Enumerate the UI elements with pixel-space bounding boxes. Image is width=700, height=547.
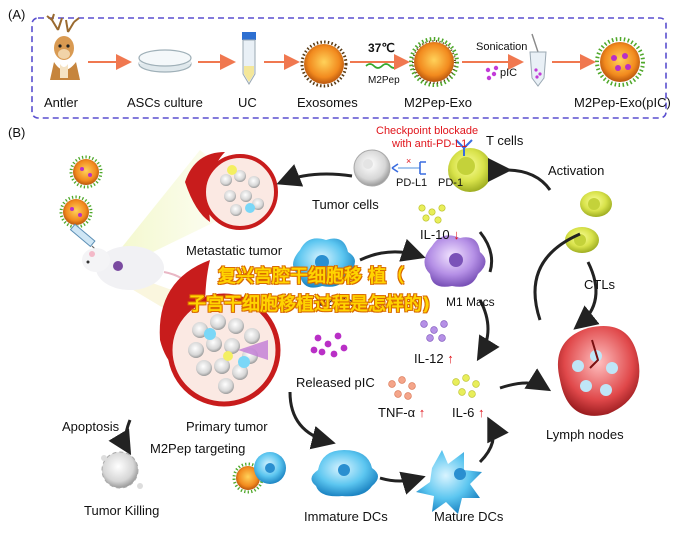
anti-pd-l1-antibody-icon [455,139,473,156]
m2pep-exo-icon [409,37,459,87]
tnf-alpha-label: TNF-α ↑ [378,406,425,419]
m2pep-targeting-label: M2Pep targeting [150,441,246,456]
step-m2pep-exo-label: M2Pep-Exo [404,95,472,110]
anti-pd-l1-label: with anti-PD-L1 [392,138,468,150]
il10-dots [418,204,446,224]
centrifuge-tube-icon [242,32,256,85]
deer-icon [46,13,80,80]
exosome-left-2 [59,195,93,229]
watermark-line-1: 复兴宫腔干细胞移 植（ [218,266,405,287]
temperature-label: 37℃ [368,41,395,55]
il10-down-arrow-icon: ↓ [453,227,460,242]
panel-b-arrows [108,157,600,495]
primary-tumor-icon [159,260,281,407]
released-pic-label: Released pIC [296,375,375,390]
m2pep-label: M2Pep [368,75,400,86]
tumor-cells-label: Tumor cells [312,197,379,212]
m2pep-exo-pic-icon [595,37,645,87]
ctls-label: CTLs [584,277,616,292]
tnf-alpha-up-arrow-icon: ↑ [418,405,426,420]
pd-1-label: PD-1 [438,177,464,189]
lymph-node-icon [557,326,640,416]
metastatic-tumor-label: Metastatic tumor [186,243,283,258]
t-cell-icon [448,148,492,192]
step-uc-label: UC [238,95,257,110]
checkpoint-blockade-label: Checkpoint blockade [376,125,479,137]
immature-dc-icon [311,450,378,497]
mature-dcs-label: Mature DCs [434,509,504,524]
m2pep-squiggle [365,63,399,69]
step-antler-label: Antler [44,95,78,110]
step-ascs-culture-label: ASCs culture [127,95,203,110]
il10-text: IL-10 [420,227,450,242]
culture-dish-icon [138,49,192,73]
sonication-label: Sonication [476,41,528,53]
sonication-tube-icon [529,33,547,87]
il6-label: IL-6 ↑ [452,406,485,419]
m1-macs-label: M1 Macs [446,295,495,309]
pd-l1-pd-1-link: × [391,156,426,175]
il6-up-arrow-icon: ↑ [478,405,485,420]
pic-label: pIC [500,67,518,79]
m2-macrophage-icon [293,238,355,288]
tumor-killing-label: Tumor Killing [84,503,160,518]
exosome-icon [300,40,348,88]
pd-l1-label: PD-L1 [396,177,428,189]
il12-up-arrow-icon: ↑ [447,351,454,366]
panel-a-frame [31,17,667,119]
il12-label: IL-12 ↑ [414,352,454,365]
m2-macs-label: M2 Macs [316,295,365,309]
panel-a-label: (A) [8,7,26,22]
exosome-left-1 [69,155,103,189]
mature-dc-icon [416,450,482,514]
immature-dcs-label: Immature DCs [304,509,388,524]
pic-dots [485,65,499,81]
m1-macrophage-icon [424,235,486,287]
primary-tumor-label: Primary tumor [186,419,268,434]
tnf-alpha-dots [388,376,416,400]
panel-b-label: (B) [8,125,26,140]
tumor-cell-icon [353,149,391,187]
il6-dots [452,374,480,398]
watermark-line-2: 子宫干细胞移植过程是怎样的) [188,294,431,315]
il12-text: IL-12 [414,351,444,366]
step-m2pep-exo-pic-label: M2Pep-Exo(pIC) [574,95,671,110]
ctl-cells-icon [565,191,612,253]
released-pic-dots [310,332,348,358]
svg-text:×: × [406,156,411,166]
t-cells-label: T cells [486,133,524,148]
apoptosis-label: Apoptosis [62,419,120,434]
il10-label: IL-10 ↓ [420,228,460,241]
metastatic-tumor-icon [185,152,278,230]
tumor-killing-icon [101,451,143,489]
tnf-alpha-text: TNF-α [378,405,416,420]
step-exosomes-label: Exosomes [297,95,358,110]
lymph-nodes-label: Lymph nodes [546,427,624,442]
il12-dots [420,320,448,342]
activation-label: Activation [548,163,605,178]
il6-text: IL-6 [452,405,475,420]
targeting-exosome-icon [232,452,286,494]
